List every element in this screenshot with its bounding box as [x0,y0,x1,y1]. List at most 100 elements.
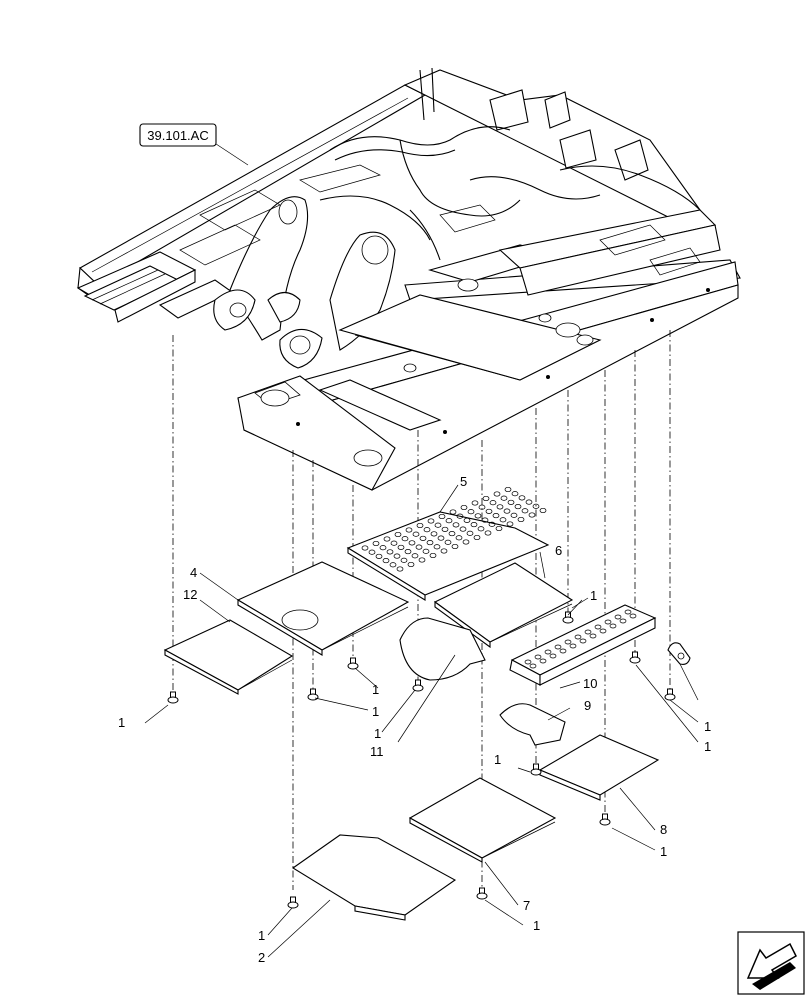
bolt [476,887,488,900]
part-8-bracket-plate [499,703,566,746]
reference-box[interactable]: 39.101.AC [139,123,217,147]
perforation-hole [441,526,449,532]
perforation-hole [589,633,597,639]
callouts: 4 12 5 6 1 10 9 1 1 1 1 1 11 1 1 8 1 7 1… [118,474,711,965]
perforation-hole [382,558,390,564]
callout-1-a: 1 [590,588,597,603]
perforation-hole [471,500,479,506]
upper-frame [76,67,741,491]
callout-1-k: 1 [258,928,265,943]
perforation-hole [525,499,533,505]
perforation-hole [579,638,587,644]
perforation-hole [437,535,445,541]
perforation-hole [394,531,402,538]
part-6-plate [408,777,557,863]
perforation-hole [532,503,540,509]
bolt [629,651,641,664]
perforation-hole [524,659,532,665]
bolt [167,691,179,704]
perforation-hole [495,525,503,532]
perforation-hole [614,614,622,620]
perforation-hole [528,512,536,518]
perforation-hole [569,643,577,649]
perforation-hole [419,535,427,541]
bolt [562,611,574,624]
perforation-hole [451,543,459,550]
perforation-hole [445,518,453,524]
perforation-hole [462,539,470,545]
perforation-hole [411,553,419,559]
perforation-hole [574,634,582,640]
callout-3: 4 [190,565,197,580]
callout-6: 7 [523,898,530,913]
perforation-hole [539,507,547,514]
perforation-hole [492,513,500,519]
perforation-hole [463,517,471,523]
perforation-hole [481,517,489,523]
perforation-hole [416,522,424,529]
next-page-arrow-icon[interactable] [737,931,805,995]
perforation-hole [534,654,542,660]
perforation-hole [412,531,420,537]
perforation-hole [482,495,490,502]
perforation-hole [477,526,485,532]
perforation-hole [496,504,504,510]
perforation-hole [396,566,404,572]
perforation-hole [559,648,567,654]
perforation-hole [474,513,482,519]
perforation-hole [629,613,637,619]
perforation-hole [619,618,627,624]
callout-1-b: 1 [704,719,711,734]
perforation-hole [427,518,435,524]
callout-4: 5 [460,474,467,489]
perforation-hole [467,509,475,515]
callout-1-j: 1 [533,918,540,933]
perforation-hole [379,545,387,551]
perforation-hole [400,557,408,563]
perforation-hole [544,649,552,655]
perforation-hole [397,544,405,550]
callout-7: 8 [660,822,667,837]
perforation-hole [554,644,562,650]
perforation-hole [624,609,632,615]
bolt [664,688,676,701]
perforation-hole [433,544,441,550]
perforation-hole [518,495,526,501]
perforation-hole [539,658,547,664]
perforation-hole [368,549,376,555]
perforation-hole [500,495,508,501]
perforation-hole [434,522,442,528]
perforation-hole [459,526,467,532]
part-9-perforated-channel [509,604,657,686]
perforation-hole [510,512,518,518]
perforation-hole [390,540,398,546]
callout-9: 10 [583,676,597,691]
callout-1-g: 1 [118,715,125,730]
perforation-hole [493,491,501,497]
perforation-hole [422,548,430,554]
leader-lines [144,139,699,958]
perforation-hole [440,548,448,554]
perforation-hole [405,527,413,533]
perforation-hole [504,486,512,493]
perforation-hole [499,517,507,523]
perforation-hole [449,509,457,515]
perforation-hole [430,531,438,537]
perforation-hole [429,552,437,559]
perforation-hole [584,629,592,635]
perforation-hole [407,561,415,568]
perforation-hole [456,513,464,519]
perforation-hole [503,508,511,514]
perforation-hole [470,522,478,528]
bolt [307,688,319,701]
perforation-hole [489,500,497,506]
part-11-plate [163,619,294,695]
perforation-hole [386,549,394,555]
perforation-hole [478,504,486,510]
perforation-hole [426,540,434,546]
perforation-hole [448,531,456,537]
perforation-hole [389,562,397,568]
perforation-hole [507,499,515,505]
perforation-hole [517,516,525,523]
